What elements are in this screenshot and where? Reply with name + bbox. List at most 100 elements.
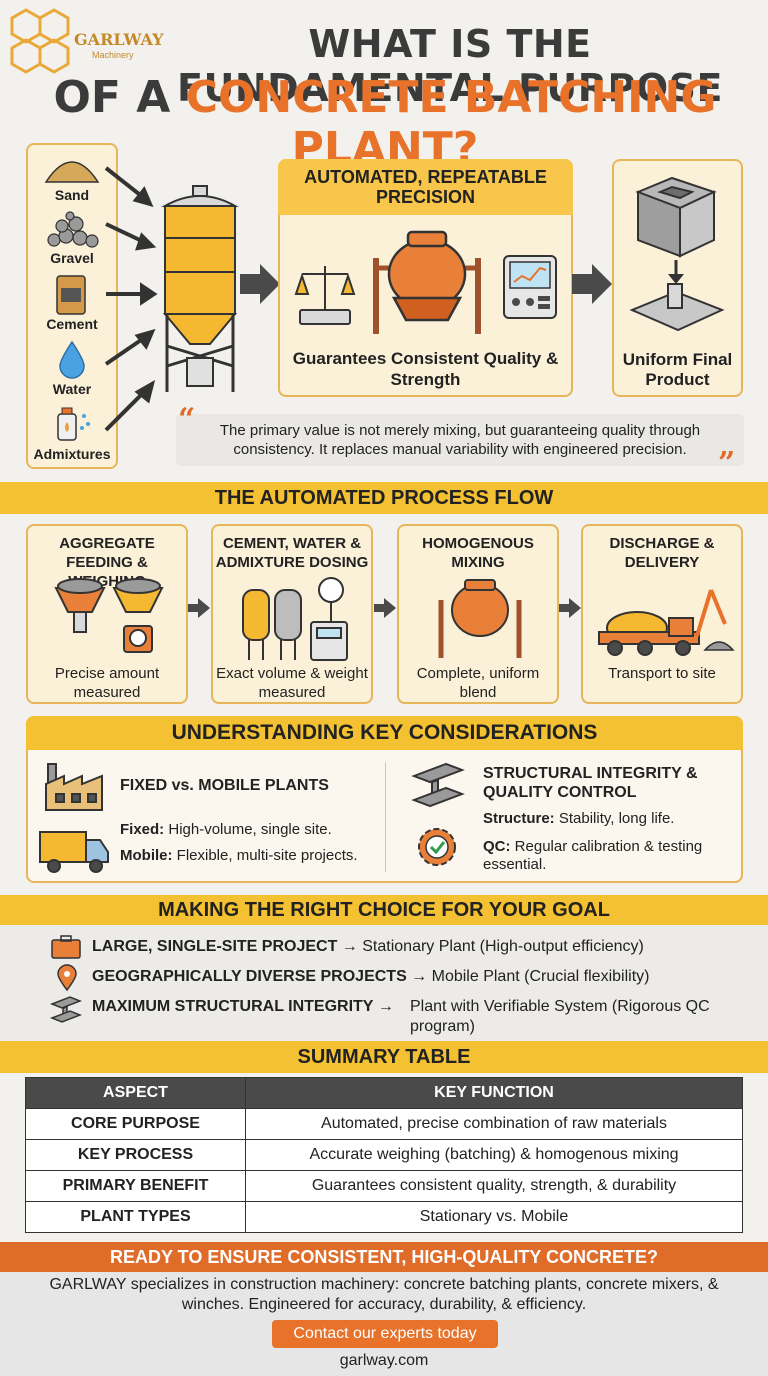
- cta-text: GARLWAY specializes in construction mach…: [49, 1276, 719, 1313]
- cell-aspect: CORE PURPOSE: [25, 1108, 246, 1140]
- step-caption: Exact volume & weight measured: [216, 665, 368, 701]
- steel-beam-icon: [411, 762, 465, 808]
- structure-label: Structure:: [483, 810, 555, 827]
- automated-precision-heading: AUTOMATED, REPEATABLE PRECISION: [278, 159, 573, 215]
- col-aspect: ASPECT: [25, 1077, 246, 1109]
- briefcase-icon: [51, 935, 81, 959]
- step-arrow-1: [188, 598, 210, 618]
- step-caption: Complete, uniform blend: [416, 665, 540, 701]
- step-mixing: HOMOGENOUS MIXING Complete, uniform blen…: [397, 524, 559, 704]
- sand-icon: [44, 161, 100, 183]
- summary-table: ASPECT KEY FUNCTION CORE PURPOSE Automat…: [25, 1077, 743, 1233]
- structure-desc: Stability, long life.: [558, 810, 675, 827]
- map-pin-icon: [57, 964, 77, 992]
- quote-text: The primary value is not merely mixing, …: [219, 422, 701, 458]
- step-dosing: CEMENT, WATER & ADMIXTURE DOSING Exact v…: [211, 524, 373, 704]
- automated-caption: Guarantees Consistent Quality & Strength: [292, 349, 559, 389]
- contact-experts-button[interactable]: Contact our experts today: [272, 1320, 498, 1348]
- brand-sub: Machinery: [92, 50, 134, 60]
- process-heading: THE AUTOMATED PROCESS FLOW: [0, 482, 768, 514]
- structure-text: Structure: Stability, long life.: [483, 810, 674, 828]
- mixer-icon: [438, 579, 522, 658]
- step-caption: Precise amount measured: [54, 665, 160, 701]
- cta-heading: READY TO ENSURE CONSISTENT, HIGH-QUALITY…: [0, 1242, 768, 1272]
- input-gravel: Gravel: [50, 250, 94, 266]
- flow-arrow-2: [572, 264, 612, 304]
- table-row: CORE PURPOSE Automated, precise combinat…: [25, 1108, 743, 1140]
- website-link[interactable]: garlway.com: [339, 1352, 429, 1369]
- step-title: CEMENT, WATER & ADMIXTURE DOSING: [215, 535, 369, 571]
- input-sand: Sand: [54, 187, 90, 203]
- water-drop-icon: [59, 340, 85, 379]
- qc-text: QC: Regular calibration & testing essent…: [483, 838, 733, 874]
- gear-check-icon: [418, 828, 456, 866]
- garlway-logo-icon: [10, 8, 70, 74]
- quote-box: The primary value is not merely mixing, …: [176, 414, 744, 466]
- input-arrows: [104, 166, 158, 432]
- summary-heading: SUMMARY TABLE: [0, 1041, 768, 1073]
- fixed-desc: High-volume, single site.: [168, 821, 332, 838]
- mobile-desc: Flexible, multi-site projects.: [176, 847, 358, 864]
- cell-aspect: KEY PROCESS: [25, 1139, 246, 1171]
- choice-panel: [0, 925, 768, 1041]
- choice-item-2: GEOGRAPHICALLY DIVERSE PROJECTS → Mobile…: [92, 968, 650, 985]
- dosing-silos-icon: [242, 577, 348, 661]
- fixed-mobile-title: FIXED vs. MOBILE PLANTS: [120, 777, 329, 794]
- step-caption: Transport to site: [608, 665, 716, 682]
- hopper-scale-icon: [54, 578, 164, 653]
- choice-goal: GEOGRAPHICALLY DIVERSE PROJECTS: [92, 968, 407, 985]
- step-delivery: DISCHARGE & DELIVERY Transport to site: [581, 524, 743, 704]
- choice-item-1: LARGE, SINGLE-SITE PROJECT → Stationary …: [92, 938, 644, 955]
- cell-aspect: PRIMARY BENEFIT: [25, 1170, 246, 1202]
- final-product-caption: Uniform Final Product: [622, 350, 733, 389]
- structural-title: STRUCTURAL INTEGRITY & QUALITY CONTROL: [483, 765, 698, 801]
- step-arrow-2: [374, 598, 396, 618]
- col-key-function: KEY FUNCTION: [245, 1077, 743, 1109]
- admixture-bottle-icon: [57, 407, 90, 441]
- step-arrow-3: [559, 598, 581, 618]
- fixed-text: Fixed: High-volume, single site.: [120, 821, 332, 839]
- balance-scale-icon: [294, 266, 356, 325]
- fixed-label: Fixed:: [120, 821, 165, 838]
- choice-result: Stationary Plant (High-output efficiency…: [362, 938, 644, 955]
- table-header-row: ASPECT KEY FUNCTION: [25, 1077, 743, 1109]
- brand-name: GARLWAY: [74, 30, 164, 49]
- choice-goal: MAXIMUM STRUCTURAL INTEGRITY: [92, 998, 374, 1015]
- choice-result: Mobile Plant (Crucial flexibility): [431, 968, 650, 985]
- considerations-heading: UNDERSTANDING KEY CONSIDERATIONS: [26, 716, 743, 750]
- choice-result-3: Plant with Verifiable System (Rigorous Q…: [410, 998, 710, 1035]
- flow-arrow-1: [240, 264, 280, 304]
- gravel-icon: [47, 211, 99, 248]
- beam-small-icon: [49, 996, 83, 1023]
- input-water: Water: [52, 381, 92, 397]
- cell-function: Guarantees consistent quality, strength,…: [245, 1170, 743, 1202]
- table-row: PRIMARY BENEFIT Guarantees consistent qu…: [25, 1170, 743, 1202]
- choice-heading: MAKING THE RIGHT CHOICE FOR YOUR GOAL: [0, 895, 768, 925]
- cell-aspect: PLANT TYPES: [25, 1201, 246, 1233]
- concrete-block-icon: [629, 176, 725, 332]
- close-quote-icon: ”: [718, 446, 736, 481]
- mobile-label: Mobile:: [120, 847, 173, 864]
- choice-item-3: MAXIMUM STRUCTURAL INTEGRITY →: [92, 998, 394, 1015]
- open-quote-icon: “: [178, 402, 196, 437]
- table-row: PLANT TYPES Stationary vs. Mobile: [25, 1201, 743, 1233]
- considerations-divider: [385, 762, 386, 872]
- input-cement: Cement: [46, 316, 98, 332]
- input-admixtures: Admixtures: [33, 446, 111, 462]
- cell-function: Stationary vs. Mobile: [245, 1201, 743, 1233]
- silo-icon: [161, 185, 239, 392]
- qc-desc: Regular calibration & testing essential.: [483, 838, 703, 873]
- control-panel-icon: [503, 255, 557, 319]
- page-title-line1: WHAT IS THE FUNDAMENTAL PURPOSE: [177, 22, 723, 110]
- qc-label: QC:: [483, 838, 511, 855]
- step-title: DISCHARGE & DELIVERY: [609, 535, 715, 571]
- mixer-truck-icon: [598, 589, 735, 656]
- step-title: HOMOGENOUS MIXING: [422, 535, 534, 571]
- step-aggregate: AGGREGATE FEEDING & WEIGHING Precise amo…: [26, 524, 188, 704]
- mixer-drum-icon: [373, 230, 481, 334]
- factory-icon: [45, 763, 103, 811]
- title-part-a: OF A: [53, 72, 171, 123]
- table-row: KEY PROCESS Accurate weighing (batching)…: [25, 1139, 743, 1171]
- cell-function: Accurate weighing (batching) & homogenou…: [245, 1139, 743, 1171]
- mobile-text: Mobile: Flexible, multi-site projects.: [120, 847, 358, 865]
